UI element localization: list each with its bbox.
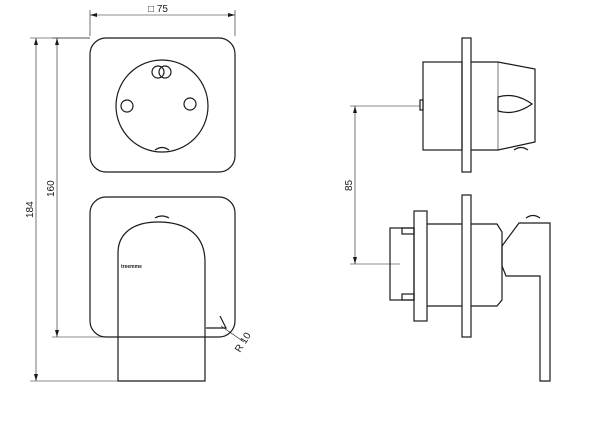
side-lever-profile: [501, 222, 551, 382]
front-view: □ 75 treemme R 10: [25, 4, 254, 382]
dimension-width-label: □ 75: [148, 4, 168, 15]
dimension-total-height: 184: [25, 37, 118, 382]
lower-plate: treemme: [89, 196, 236, 382]
dimension-width: □ 75: [89, 4, 236, 36]
dimension-height: 160: [46, 37, 122, 338]
dimension-offset-label: 85: [344, 179, 355, 191]
upper-plate: [89, 37, 236, 173]
screw-left: [120, 99, 134, 113]
brand-logo-text: treemme: [121, 264, 142, 270]
screw-right: [183, 97, 197, 111]
diverter-knob: [115, 59, 209, 153]
dimension-height-label: 160: [46, 180, 57, 197]
side-knob-profile: [497, 94, 534, 114]
side-view: 85: [344, 37, 551, 382]
mixer-lever: [117, 221, 206, 382]
dimension-total-height-label: 184: [25, 201, 36, 218]
dimension-radius: R 10: [220, 325, 254, 355]
dimension-offset: 85: [344, 105, 420, 265]
side-upper-body: [419, 37, 536, 173]
side-lower-body: [389, 194, 551, 382]
dimension-radius-label: R 10: [233, 330, 254, 354]
